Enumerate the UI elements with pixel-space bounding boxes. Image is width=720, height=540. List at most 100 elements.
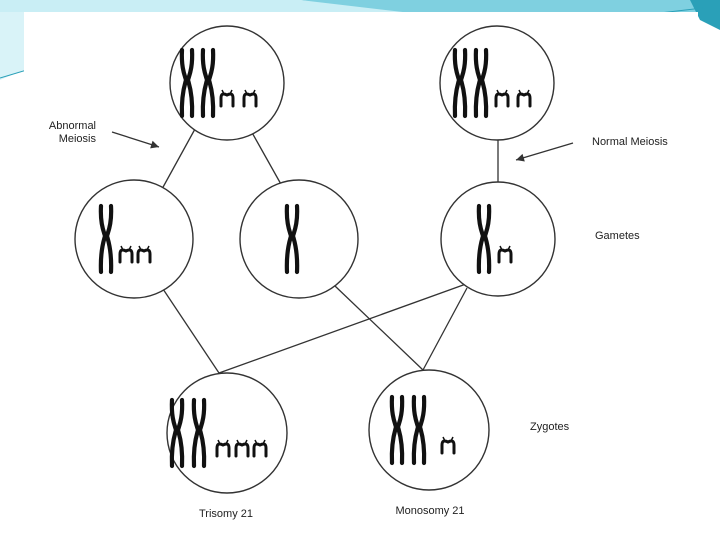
line-parent-to-nullisomic xyxy=(249,128,283,187)
small-chromosome xyxy=(497,245,513,264)
chromatid-pair xyxy=(234,442,250,458)
chromatid-pair xyxy=(252,442,268,458)
satellite-right xyxy=(504,89,508,95)
large-chromosome xyxy=(191,397,207,469)
chromatid-pair xyxy=(242,92,258,108)
gametes-label: Gametes xyxy=(595,230,640,242)
large-chromosome xyxy=(200,47,216,119)
satellite-right xyxy=(507,245,511,251)
small-chromosome xyxy=(516,89,532,108)
satellite-right xyxy=(229,89,233,95)
satellite-left xyxy=(496,89,500,95)
cell-zygote-trisomy xyxy=(166,372,288,494)
chromatid-right xyxy=(395,394,405,466)
large-chromosome xyxy=(473,47,489,119)
large-chromosome xyxy=(389,394,405,466)
satellite-right xyxy=(146,245,150,251)
cell-membrane xyxy=(368,369,490,491)
satellite-right xyxy=(262,439,266,445)
cell-gamete-abnormal-nullisomic xyxy=(239,179,359,299)
satellite-right xyxy=(225,439,229,445)
cell-membrane xyxy=(440,181,556,297)
satellite-right xyxy=(128,245,132,251)
chromatid-right xyxy=(185,47,195,119)
chromatid-pair xyxy=(440,439,456,455)
satellite-right xyxy=(450,436,454,442)
satellite-right xyxy=(244,439,248,445)
cell-membrane xyxy=(439,25,555,141)
small-chromosome xyxy=(242,89,258,108)
small-chromosome xyxy=(215,439,231,458)
satellite-left xyxy=(138,245,142,251)
small-chromosome xyxy=(118,245,134,264)
arrow-head xyxy=(516,153,525,162)
chromatid-pair xyxy=(219,92,235,108)
chromatid-pair xyxy=(215,442,231,458)
small-chromosome xyxy=(234,439,250,458)
large-chromosome xyxy=(476,203,492,275)
header-swoosh xyxy=(0,0,420,14)
large-chromosome xyxy=(452,47,468,119)
abnormal-meiosis-arrow xyxy=(111,131,160,149)
chromatid-right xyxy=(417,394,427,466)
satellite-right xyxy=(252,89,256,95)
line-normal-to-trisomy xyxy=(218,283,467,374)
large-chromosome xyxy=(411,394,427,466)
satellite-left xyxy=(244,89,248,95)
cell-membrane xyxy=(74,179,194,299)
large-chromosome xyxy=(284,203,300,275)
chromatid-right xyxy=(197,397,207,469)
chromatid-pair xyxy=(118,248,134,264)
chromatid-pair xyxy=(136,248,152,264)
header-band xyxy=(0,0,720,12)
satellite-left xyxy=(499,245,503,251)
small-chromosome xyxy=(494,89,510,108)
satellite-left xyxy=(518,89,522,95)
small-chromosome xyxy=(440,436,456,455)
chromatid-pair xyxy=(494,92,510,108)
cell-zygote-monosomy xyxy=(368,369,490,491)
arrow-shaft xyxy=(111,131,160,148)
right-swoosh xyxy=(690,0,720,30)
left-swoosh xyxy=(0,12,24,80)
satellite-left xyxy=(254,439,258,445)
arrow-shaft xyxy=(515,142,574,161)
small-chromosome xyxy=(252,439,268,458)
chromatid-right xyxy=(175,397,185,469)
satellite-left xyxy=(221,89,225,95)
line-nullisomic-to-monosomy xyxy=(334,285,424,371)
satellite-left xyxy=(120,245,124,251)
zygotes-label: Zygotes xyxy=(530,421,570,433)
satellite-left xyxy=(236,439,240,445)
small-chromosome xyxy=(136,245,152,264)
small-chromosome xyxy=(219,89,235,108)
chromatid-right xyxy=(479,47,489,119)
chromatid-right xyxy=(206,47,216,119)
large-chromosome xyxy=(169,397,185,469)
normal-meiosis-label: Normal Meiosis xyxy=(592,136,668,148)
chromatid-pair xyxy=(516,92,532,108)
chromatid-pair xyxy=(497,248,513,264)
cell-membrane xyxy=(239,179,359,299)
trisomy-label: Trisomy 21 xyxy=(199,508,253,520)
chromatid-right xyxy=(482,203,492,275)
large-chromosome xyxy=(179,47,195,119)
normal-meiosis-arrow xyxy=(515,142,574,162)
cell-gamete-abnormal-disomic xyxy=(74,179,194,299)
abnormal-meiosis-label: Abnormal Meiosis xyxy=(48,120,96,145)
large-chromosome xyxy=(98,203,114,275)
arrow-head xyxy=(150,140,159,149)
line-disomic-to-trisomy xyxy=(162,288,220,374)
cell-gamete-normal xyxy=(440,181,556,297)
monosomy-label: Monosomy 21 xyxy=(395,505,465,517)
chromatid-right xyxy=(290,203,300,275)
satellite-left xyxy=(217,439,221,445)
chromatid-right xyxy=(458,47,468,119)
chromatid-right xyxy=(104,203,114,275)
satellite-right xyxy=(526,89,530,95)
line-normal-to-monosomy xyxy=(422,287,468,371)
cell-parent-right xyxy=(439,25,555,141)
satellite-left xyxy=(442,436,446,442)
cell-parent-left xyxy=(169,25,285,141)
